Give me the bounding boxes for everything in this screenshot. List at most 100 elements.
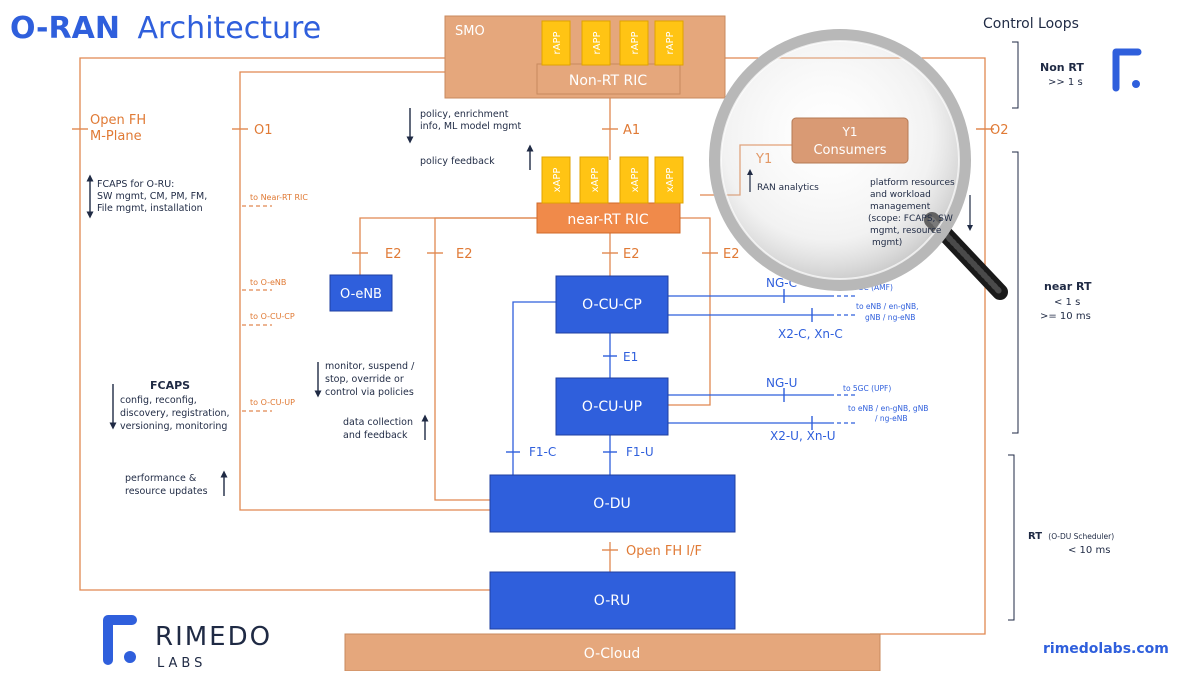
o-cloud-label: O-Cloud — [584, 646, 640, 662]
e2-label: E2 — [723, 247, 740, 262]
xapp-box — [541, 156, 571, 204]
non-rt-ric-label: Non-RT RIC — [569, 73, 648, 89]
rapp-group: rAPP rAPP rAPP rAPP — [541, 20, 684, 66]
rapp-box — [581, 20, 611, 66]
o-cu-cp-box — [555, 275, 669, 334]
magnified-content: Y1 Consumers RAN analytics platform reso… — [747, 117, 973, 248]
rapp-label: rAPP — [665, 31, 676, 54]
near-rt-ric-label: near-RT RIC — [567, 212, 649, 228]
to-o-enb-label: to O-eNB — [250, 278, 286, 287]
website-link[interactable]: rimedolabs.com — [1043, 641, 1169, 657]
non-rt-bracket — [1012, 41, 1019, 109]
data-collection-annotation: data collection — [343, 417, 413, 428]
xapp-label: xAPP — [665, 168, 676, 193]
y1-consumers-label: Consumers — [813, 143, 886, 158]
policy-feedback-annotation: policy feedback — [420, 156, 495, 167]
near-rt-bracket — [1012, 151, 1019, 434]
rimedo-logo: RIMEDO LABS — [103, 615, 272, 671]
policy-annotation: info, ML model mgmt — [420, 121, 522, 132]
open-fh-mplane-label: Open FH — [90, 113, 146, 128]
xapp-box — [579, 156, 609, 204]
monitor-annotation: stop, override or — [325, 374, 404, 385]
control-loop-brackets — [1008, 41, 1019, 621]
smo-label: SMO — [455, 24, 485, 39]
fcaps-oru-annotation: SW mgmt, CM, PM, FM, — [97, 191, 207, 202]
fcaps-oru-annotation: File mgmt, installation — [97, 203, 203, 214]
to-o-cu-up-label: to O-CU-UP — [250, 398, 295, 407]
svg-text:(scope: FCAPS, SW: (scope: FCAPS, SW — [868, 214, 953, 224]
xapp-box — [654, 156, 684, 204]
rapp-box — [654, 20, 684, 66]
policy-annotation: policy, enrichment — [420, 109, 509, 120]
o-du-label: O-DU — [593, 496, 631, 512]
fcaps-title: FCAPS — [150, 379, 190, 392]
e2-label: E2 — [385, 247, 402, 262]
svg-text:mgmt): mgmt) — [872, 238, 902, 248]
o2-label: O2 — [990, 123, 1009, 138]
o-enb-box — [329, 274, 393, 312]
o-cu-up-label: O-CU-UP — [582, 399, 642, 415]
a1-label: A1 — [623, 123, 640, 138]
to-enb-u-label: to eNB / en-gNB, gNB — [848, 404, 928, 413]
xapp-label: xAPP — [590, 168, 601, 193]
svg-text:platform resources: platform resources — [870, 178, 955, 188]
fcaps-oru-annotation: FCAPS for O-RU: — [97, 179, 174, 190]
orange-dashed-stubs — [242, 205, 272, 412]
f1c-label: F1-C — [529, 445, 556, 459]
monitor-annotation: control via policies — [325, 387, 414, 398]
monitor-annotation: monitor, suspend / — [325, 361, 415, 372]
control-loops-title: Control Loops — [983, 16, 1079, 32]
f1u-label: F1-U — [626, 445, 654, 459]
to-o-cu-cp-label: to O-CU-CP — [250, 312, 295, 321]
e2-label: E2 — [456, 247, 473, 262]
ran-analytics-annotation: RAN analytics — [757, 183, 819, 193]
rapp-label: rAPP — [630, 31, 641, 54]
rapp-label: rAPP — [552, 31, 563, 54]
y1-consumers-label: Y1 — [842, 125, 858, 139]
xapp-group: xAPP xAPP xAPP xAPP — [541, 156, 684, 204]
svg-text:mgmt, resource: mgmt, resource — [870, 226, 942, 236]
near-rt-label: near RT — [1044, 280, 1092, 293]
fcaps-line: discovery, registration, — [120, 408, 230, 419]
ngu-label: NG-U — [766, 376, 797, 390]
xapp-label: xAPP — [630, 168, 641, 193]
rimedo-logo-word: RIMEDO — [155, 622, 272, 652]
o-enb-label: O-eNB — [340, 287, 382, 302]
o-ru-label: O-RU — [594, 593, 630, 609]
xapp-box — [619, 156, 649, 204]
o-cu-up-box — [555, 377, 669, 436]
near-rt-ric-box — [536, 202, 681, 234]
open-fh-mplane-label: M-Plane — [90, 129, 142, 144]
to-near-rt-ric-label: to Near-RT RIC — [250, 193, 308, 202]
rapp-box — [541, 20, 571, 66]
orange-tick-marks — [72, 128, 994, 551]
rt-value: < 10 ms — [1068, 545, 1110, 556]
perf-annotation: resource updates — [125, 486, 208, 497]
o-du-box — [489, 474, 736, 533]
e1-label: E1 — [623, 350, 638, 364]
rimedo-logo-mark-icon — [103, 615, 137, 665]
rimedo-logo-dot-icon — [124, 651, 136, 663]
page-title: O-RAN Architecture — [10, 11, 321, 46]
non-rt-ric-box — [536, 63, 681, 95]
to-enb-c-label: to eNB / en-gNB, — [856, 302, 919, 311]
rt-bracket — [1008, 454, 1015, 621]
non-rt-value: >> 1 s — [1048, 77, 1083, 88]
stub-labels: to Near-RT RIC to O-eNB to O-CU-CP to O-… — [250, 193, 308, 407]
e2-label: E2 — [623, 247, 640, 262]
rimedo-logo-sub: LABS — [157, 656, 206, 671]
fcaps-line: versioning, monitoring — [120, 421, 227, 432]
near-rt-line: < 1 s — [1054, 297, 1080, 308]
svg-text:and workload: and workload — [870, 190, 931, 200]
rapp-box — [619, 20, 649, 66]
y1-consumers-box — [791, 117, 909, 164]
dark-annotations: policy, enrichment info, ML model mgmt p… — [97, 109, 522, 497]
blue-interface-labels: E1 F1-C F1-U NG-C NG-U X2-C, Xn-C X2-U, … — [529, 276, 843, 459]
o1-label: O1 — [254, 123, 273, 138]
rapp-label: rAPP — [592, 31, 603, 54]
fcaps-line: config, reconfig, — [120, 395, 197, 406]
o-cu-cp-label: O-CU-CP — [582, 297, 642, 313]
o-cloud-box — [344, 633, 881, 672]
xapp-label: xAPP — [552, 168, 563, 193]
